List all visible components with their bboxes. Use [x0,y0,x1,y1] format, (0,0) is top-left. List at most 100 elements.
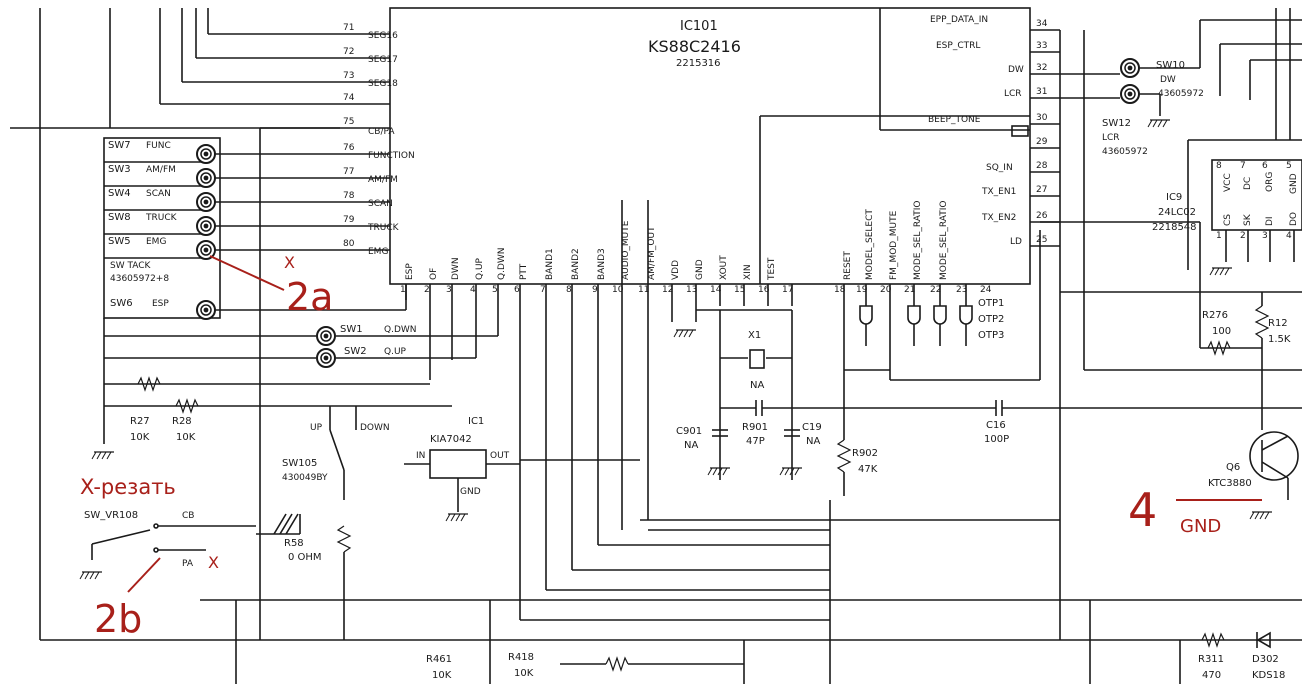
pin-9-num: 9 [592,285,598,295]
pin-11-label: AM/FM_OUT [647,226,657,280]
ic9-pin4: 4 [1286,231,1292,241]
sw-vr108-ground-icon [79,571,103,580]
ic9-gnd-label: GND [1289,173,1299,194]
r901-ref: R901 [742,422,768,433]
left-switches: SW7 FUNC SW3 AM/FM SW4 SCAN SW8 TRUCK SW… [103,137,407,320]
pin-72-label: SEG17 [368,55,398,65]
pin-20-num: 20 [880,285,892,295]
x1-ground-icon [673,329,697,338]
sw3-ref: SW3 [108,164,131,175]
d302-diode-icon [1256,631,1271,649]
c19-value: NA [806,436,820,447]
sw1-sw2: SW1 Q.DWN SW2 Q.UP [103,318,499,444]
x1-ref: X1 [748,330,761,341]
pin-19-label: MODEL_SELECT [865,209,875,280]
ic9-pin8: 8 [1216,161,1222,171]
pin-15-num: 15 [734,285,745,295]
pin-22-num: 22 [930,285,941,295]
pin-3-label: DWN [451,257,461,280]
pin-12-num: 12 [662,285,673,295]
sw-vr108-cb: CB [182,511,194,521]
pin-6-num: 6 [514,285,520,295]
r58-value: 0 OHM [288,552,322,563]
sw6-ref: SW6 [110,298,133,309]
sw105-code: 430049BY [282,473,328,483]
pin-26-label: TX_EN2 [981,213,1016,223]
bottom-pins: 1 2 3 4 5 6 7 8 9 10 11 12 13 14 15 16 1… [400,200,992,620]
r276-ref: R276 [1202,310,1228,321]
sw4-tack-icon [196,192,216,212]
otp1-label: OTP1 [978,298,1004,309]
pin-28-num: 28 [1036,161,1048,171]
otp3-label: OTP3 [978,330,1004,341]
sw2-tack-icon [316,348,336,368]
pin-32-num: 32 [1036,63,1047,73]
annotation-gnd: GND [1180,516,1221,537]
sw5-ref: SW5 [108,236,131,247]
pin-4-num: 4 [470,285,476,295]
sw12-label: LCR [1102,133,1120,143]
sw-vr108: SW_VR108 CB PA R58 0 OHM [79,510,352,640]
r276-value: 100 [1212,326,1231,337]
ic101-part: KS88C2416 [648,37,741,56]
r902-value: 47K [858,464,878,475]
ic9-pin5: 5 [1286,161,1292,171]
pin-33-num: 33 [1036,41,1047,51]
pin-31-label: LCR [1004,89,1022,99]
pin-78-label: SCAN [368,199,393,209]
sw7-tack-icon [196,144,216,164]
pin-77-label: AM/FM [368,175,398,185]
pin-3-num: 3 [446,285,452,295]
sw5-label: EMG [146,237,166,247]
r276-r12-q6: R276 100 R12 1.5K Q6 KTC3880 [1202,292,1299,520]
annotation-4: 4 [1128,483,1157,537]
q6-part: KTC3880 [1208,478,1252,489]
ic9-pin3: 3 [1262,231,1268,241]
sw7-label: FUNC [146,141,171,151]
pin-74-num: 74 [343,93,355,103]
pin-8-label: BAND2 [571,248,581,280]
bottom-resistors: R461 10K R418 10K R311 470 D302 KDS18 [426,631,1285,681]
pin-25-label: LD [1010,237,1022,247]
sw1-tack-icon [316,326,336,346]
ic9-sk-label: SK [1243,213,1253,226]
ic9: IC9 24LC02 2218548 VCC DC ORG GND CS SK … [1152,139,1302,276]
ic9-cs-label: CS [1223,214,1233,226]
r12-ref: R12 [1268,318,1288,329]
sw3-label: AM/FM [146,165,176,175]
ic9-org-label: ORG [1265,172,1275,192]
pin-71-label: SEG16 [368,31,398,41]
r418-ref: R418 [508,652,534,663]
pin-14-num: 14 [710,285,722,295]
ic101-body: IC101 KS88C2416 2215316 [389,7,1031,285]
sw-tack-code: 43605972+8 [110,274,169,284]
d302-part: KDS18 [1252,670,1285,681]
pin-78-num: 78 [343,191,355,201]
pin-75-label: CB/PA [368,127,395,137]
c901-ground-icon [707,467,731,476]
sw10-label: DW [1160,75,1176,85]
otp2-label: OTP2 [978,314,1004,325]
ic9-code: 2218548 [1152,222,1197,233]
pin-13-num: 13 [686,285,697,295]
otp-group: OTP1 OTP2 OTP3 [859,298,1004,346]
r902-ref: R902 [852,448,878,459]
pin-18-num: 18 [834,285,846,295]
sw10-sw12: SW10 DW 43605972 SW12 LCR 43605972 [1102,8,1302,157]
ground-icon [91,451,115,460]
r418-value: 10K [514,668,534,679]
ic9-ground-icon [1209,267,1233,276]
pin-7-num: 7 [540,285,546,295]
r311-value: 470 [1202,670,1221,681]
pin-31-num: 31 [1036,87,1047,97]
ic1-part: KIA7042 [430,434,472,445]
pin-22-label: MODE_SEL_RATIO [939,201,949,280]
sw105-up-label: UP [310,423,323,433]
pin-2-label: OF [429,268,439,280]
pin-17-num: 17 [782,285,793,295]
sw-ground-icon [1147,119,1171,128]
ic1-gnd-label: GND [460,487,481,497]
r27-ref: R27 [130,416,150,427]
pin-76-num: 76 [343,143,355,153]
